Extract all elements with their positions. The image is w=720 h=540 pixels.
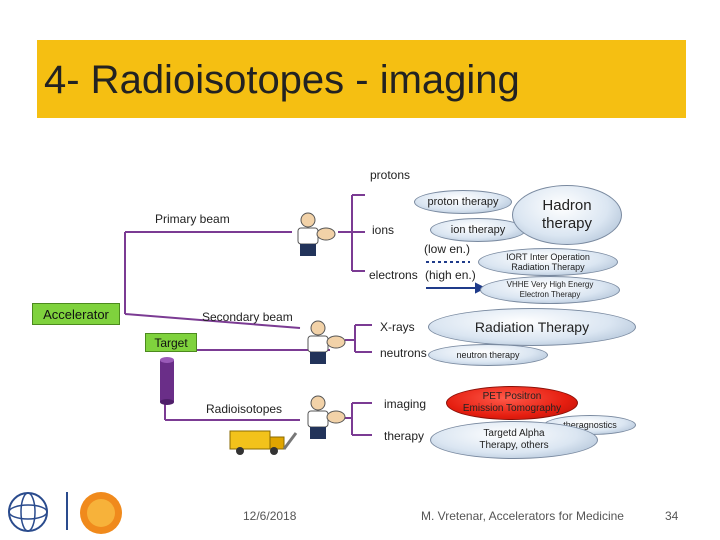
footer-date: 12/6/2018 [243,509,296,523]
imaging-label: imaging [384,397,426,411]
hadron-therapy-text: Hadron therapy [532,197,602,233]
ion-therapy-bubble: ion therapy [430,218,526,242]
iort-bubble: IORT Inter Operation Radiation Therapy [478,248,618,276]
popeye-figure-icon [300,318,348,368]
cern-logo-icon [4,490,52,534]
protons-label: protons [370,168,410,182]
therapy-label: therapy [384,429,424,443]
proton-therapy-bubble: proton therapy [414,190,512,214]
accelerator-label: Accelerator [43,307,109,322]
popeye-figure-icon [300,393,348,443]
target-label: Target [154,336,187,350]
hadron-therapy-bubble: Hadron therapy [512,185,622,245]
ion-therapy-text: ion therapy [451,224,505,236]
neutron-therapy-text: neutron therapy [456,350,519,360]
target-box: Target [145,333,197,352]
accelerator-box: Accelerator [32,303,120,325]
popeye-figure-icon [290,210,338,260]
primary-beam-label: Primary beam [155,212,230,226]
anniversary-logo-icon [78,490,124,536]
ions-label: ions [372,223,394,237]
proton-therapy-text: proton therapy [428,196,499,208]
radiation-therapy-bubble: Radiation Therapy [428,308,636,346]
pet-text: PET Positron Emission Tomography [462,391,562,415]
radioisotopes-label: Radioisotopes [206,402,282,416]
footer-author: M. Vretenar, Accelerators for Medicine [421,509,624,523]
targeted-alpha-text: Targetd Alpha Therapy, others [469,428,559,452]
neutron-therapy-bubble: neutron therapy [428,344,548,366]
targeted-alpha-bubble: Targetd Alpha Therapy, others [430,421,598,459]
delivery-truck-icon [228,425,298,457]
high-energy-label: (high en.) [425,268,476,282]
footer-page-number: 34 [665,509,678,523]
iort-text: IORT Inter Operation Radiation Therapy [493,252,603,272]
logo-divider [66,492,68,530]
electrons-label: electrons [369,268,418,282]
xrays-label: X-rays [380,320,415,334]
target-cylinder [160,357,174,405]
vhee-bubble: VHHE Very High Energy Electron Therapy [480,276,620,304]
radiation-therapy-text: Radiation Therapy [475,319,589,335]
secondary-beam-label: Secondary beam [202,310,293,324]
pet-bubble: PET Positron Emission Tomography [446,386,578,420]
vhee-text: VHHE Very High Energy Electron Therapy [495,280,605,300]
low-energy-label: (low en.) [424,242,470,256]
neutrons-label: neutrons [380,346,427,360]
